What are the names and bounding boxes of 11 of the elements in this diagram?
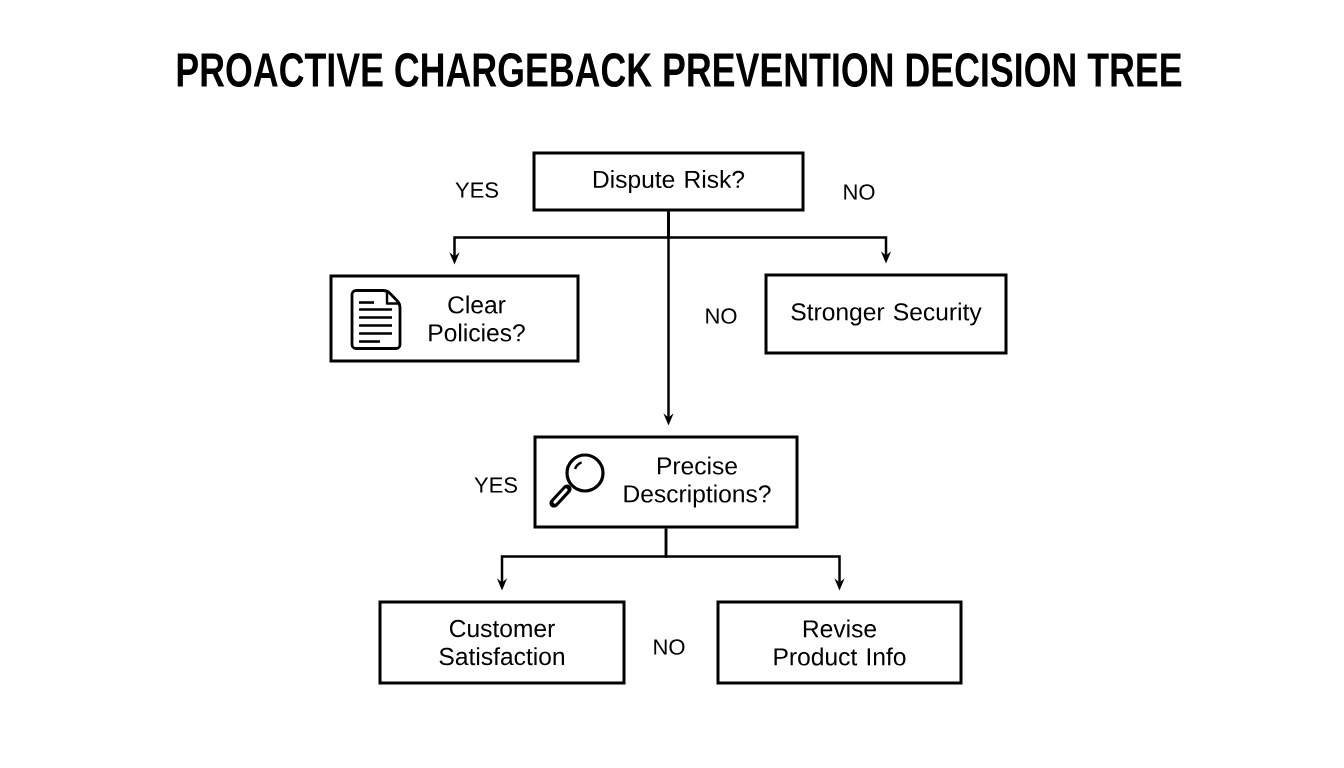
process-box: Revise Product Info [716, 600, 963, 685]
answer-label: NO [844, 184, 875, 200]
answer-label: NO [654, 639, 685, 655]
title: PROACTIVE CHARGEBACK PREVENTION DECISION TREE [177, 53, 1182, 87]
process-box: Customer Satisfaction [378, 600, 626, 685]
process-box: Precise Descriptions? [533, 435, 799, 529]
process-box: Dispute Risk? [532, 151, 805, 212]
process-box: Stronger Security [764, 273, 1008, 355]
answer-label: YES [455, 182, 498, 198]
answer-label: NO [706, 308, 737, 324]
process-box: Clear Policies? [329, 274, 580, 363]
